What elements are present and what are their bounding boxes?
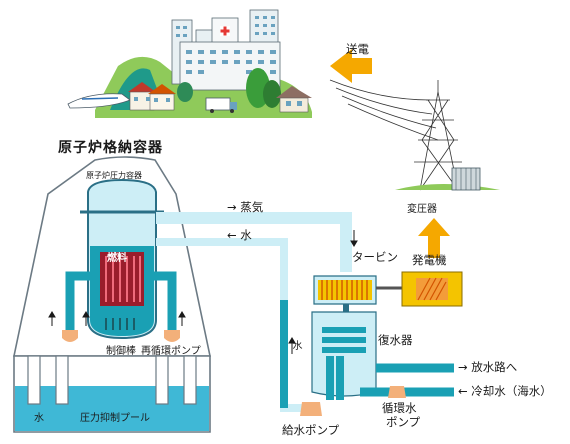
recirc-pump-right xyxy=(164,330,180,342)
turbine-label: タービン xyxy=(352,250,398,264)
containment-vessel-label: 原子炉格納容器 xyxy=(58,140,163,156)
recirc-pump-label: 再循環ポンプ xyxy=(141,346,201,357)
circulation-pump-label-2: ポンプ xyxy=(386,415,421,429)
fuel-label: 燃料 xyxy=(107,253,127,264)
power-transmission-arrow xyxy=(330,49,372,83)
feedwater-pump-icon xyxy=(300,402,322,416)
town-scene xyxy=(67,9,312,118)
steam-pipe xyxy=(156,212,352,272)
control-rod-label: 制御棒 xyxy=(106,346,136,357)
steam-label: → 蒸気 xyxy=(227,200,264,214)
water-up-label: 水 xyxy=(290,340,301,350)
condenser-label: 復水器 xyxy=(378,333,413,347)
transmission-tower xyxy=(329,79,462,191)
generator-label: 発電機 xyxy=(412,253,447,267)
generator-icon xyxy=(401,271,463,307)
reactor-pressure-vessel xyxy=(80,178,164,340)
recirc-pump-left xyxy=(62,330,78,342)
recirculation-loops xyxy=(65,271,177,330)
transformer-label: 変圧器 xyxy=(407,204,437,215)
circulation-pump-label-1: 循環水 xyxy=(382,401,417,415)
feedwater-pump-label: 給水ポンプ xyxy=(282,423,340,437)
turbine-icon xyxy=(313,275,402,305)
pressure-vessel-label: 原子炉圧力容器 xyxy=(86,171,142,180)
generator-to-transformer-arrow xyxy=(418,218,450,258)
suppression-pool-label: 圧力抑制プール xyxy=(80,413,150,424)
cooling-water-label: ← 冷却水（海水） xyxy=(458,384,552,398)
transformer-icon xyxy=(451,167,481,191)
circulation-pump-icon xyxy=(388,386,406,398)
water-label: 水 xyxy=(34,413,44,424)
discharge-label: → 放水路へ xyxy=(458,360,518,374)
water-return-label: ← 水 xyxy=(227,228,252,242)
condenser-icon xyxy=(311,304,377,400)
power-transmission-label: 送電 xyxy=(346,42,369,56)
